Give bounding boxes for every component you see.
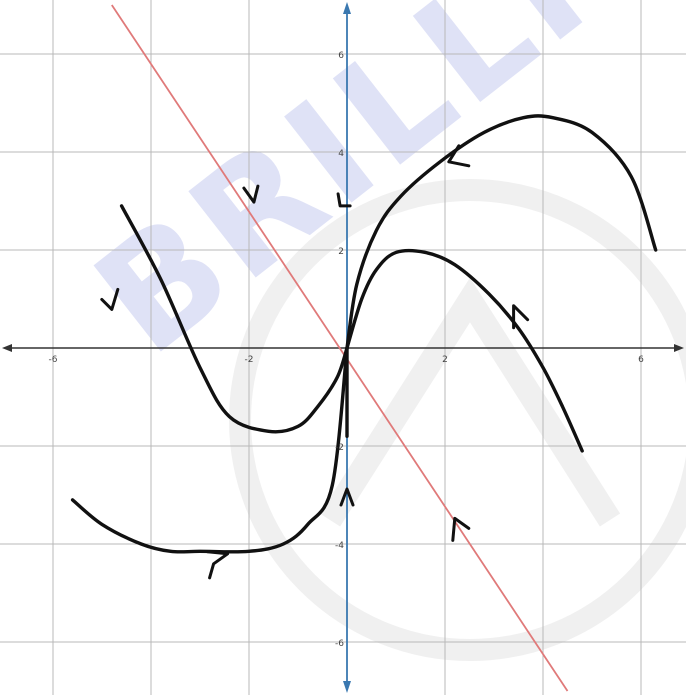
- x-tick-label: 6: [638, 355, 644, 365]
- trajectory-curve-4: [70, 346, 349, 554]
- y-tick-label: 4: [338, 149, 344, 159]
- direction-arrow: [100, 287, 120, 311]
- trajectory-curve-2: [345, 114, 658, 350]
- x-axis-left-arrowhead: [2, 344, 12, 352]
- reference-line: [111, 4, 569, 692]
- y-tick-label: -4: [335, 541, 344, 551]
- x-tick-label: -2: [245, 355, 254, 365]
- direction-arrows: [100, 144, 530, 580]
- y-axis-bottom-arrowhead: [343, 681, 351, 693]
- direction-arrow: [512, 304, 530, 330]
- direction-arrow: [447, 144, 471, 168]
- x-tick-label: -6: [49, 355, 58, 365]
- y-tick-label: 6: [338, 51, 344, 61]
- tick-labels: -6 -2 2 6 6 4 2 -2 -4 -6: [49, 51, 645, 649]
- y-tick-label: 2: [338, 247, 344, 257]
- watermark-logo: BRILLI: [65, 0, 686, 661]
- direction-arrow: [336, 192, 352, 208]
- y-tick-label: -2: [335, 443, 344, 453]
- trajectory-curve-1: [119, 204, 349, 434]
- direction-arrow: [451, 516, 471, 542]
- reference-line-layer: [111, 4, 569, 692]
- trajectory-curve-3: [345, 248, 584, 453]
- x-tick-label: 2: [442, 355, 448, 365]
- direction-arrow: [206, 550, 230, 580]
- direction-arrow: [242, 184, 260, 204]
- x-axis-right-arrowhead: [674, 344, 684, 352]
- y-axis-top-arrowhead: [343, 2, 351, 14]
- y-tick-label: -6: [335, 639, 344, 649]
- trajectory-curves: [70, 114, 658, 554]
- direction-arrow: [339, 487, 355, 507]
